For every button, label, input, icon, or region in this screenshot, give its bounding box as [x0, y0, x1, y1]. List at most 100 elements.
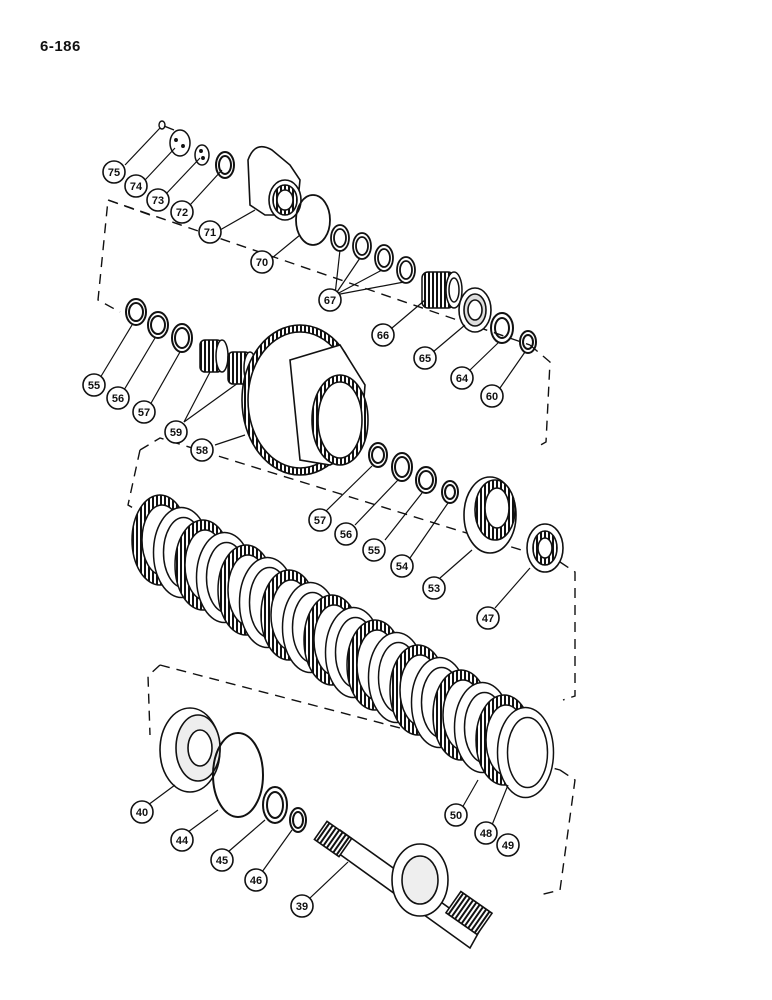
callout-circle — [480, 384, 504, 408]
callout-circle — [124, 174, 148, 198]
callout-label: 39 — [296, 901, 308, 913]
callout-label: 75 — [108, 167, 120, 179]
callout-40: 40 — [130, 800, 154, 824]
callout-circle — [450, 366, 474, 390]
clutch-hub-part — [463, 476, 517, 554]
pinion-housing-part — [247, 145, 302, 221]
callout-circle — [210, 848, 234, 872]
callout-73: 73 — [146, 188, 170, 212]
callout-65: 65 — [413, 346, 437, 370]
callout-53: 53 — [422, 576, 446, 600]
washer-set-upper-part — [125, 298, 193, 353]
clutch-disc-stack — [131, 494, 555, 799]
callout-44: 44 — [170, 828, 194, 852]
callout-group: 7574737271706766656460555657595857565554… — [82, 160, 520, 918]
callout-47: 47 — [476, 606, 500, 630]
callout-circle — [390, 554, 414, 578]
callout-label: 64 — [456, 373, 469, 385]
callout-label: 71 — [204, 227, 216, 239]
callout-label: 74 — [130, 181, 143, 193]
callout-label: 49 — [502, 840, 514, 852]
callout-label: 56 — [340, 529, 352, 541]
callout-74: 74 — [124, 174, 148, 198]
callout-circle — [130, 800, 154, 824]
roller-cage-part — [526, 523, 564, 573]
needle-bearing-part — [421, 271, 463, 309]
callout-55: 55 — [362, 538, 386, 562]
callout-circle — [444, 803, 468, 827]
callout-71: 71 — [198, 220, 222, 244]
callout-circle — [102, 160, 126, 184]
large-drive-gear-part — [241, 324, 369, 476]
snap-ring-part — [215, 151, 235, 179]
callout-label: 57 — [138, 407, 150, 419]
callout-circle — [244, 868, 268, 892]
callout-50: 50 — [444, 803, 468, 827]
callout-circle — [164, 420, 188, 444]
callout-label: 40 — [136, 807, 148, 819]
callout-66: 66 — [371, 323, 395, 347]
callout-label: 67 — [324, 295, 336, 307]
callout-label: 57 — [314, 515, 326, 527]
callout-45: 45 — [210, 848, 234, 872]
shaft-ring-part — [289, 807, 307, 833]
callout-56: 56 — [106, 386, 130, 410]
plate-part — [169, 129, 191, 157]
callout-label: 70 — [256, 257, 268, 269]
callout-72: 72 — [170, 200, 194, 224]
callout-circle — [496, 833, 520, 857]
callout-75: 75 — [102, 160, 126, 184]
callout-label: 55 — [368, 545, 380, 557]
callout-label: 54 — [396, 561, 409, 573]
callout-67: 67 — [318, 288, 342, 312]
callout-70: 70 — [250, 250, 274, 274]
callout-39: 39 — [290, 894, 314, 918]
callout-label: 50 — [450, 810, 462, 822]
callout-circle — [82, 373, 106, 397]
callout-circle — [132, 400, 156, 424]
callout-leaders — [99, 127, 531, 899]
callout-circle — [146, 188, 170, 212]
callout-circle — [334, 522, 358, 546]
disc-bore — [506, 716, 549, 789]
callout-label: 45 — [216, 855, 228, 867]
callout-circle — [422, 576, 446, 600]
callout-label: 53 — [428, 583, 440, 595]
callout-circle — [290, 894, 314, 918]
callout-49: 49 — [496, 833, 520, 857]
output-shaft-part — [313, 820, 494, 950]
inner-seal-part — [262, 786, 288, 824]
o-ring-part — [295, 194, 331, 246]
callout-label: 56 — [112, 393, 124, 405]
callout-46: 46 — [244, 868, 268, 892]
washer-set-lower-part — [368, 442, 459, 504]
callout-label: 46 — [250, 875, 262, 887]
callout-label: 47 — [482, 613, 494, 625]
callout-circle — [250, 250, 274, 274]
piston-seal-part — [212, 732, 264, 818]
callout-label: 60 — [486, 391, 498, 403]
callout-55: 55 — [82, 373, 106, 397]
page-number: 6-186 — [40, 38, 81, 55]
piston-part — [159, 707, 221, 793]
callout-circle — [318, 288, 342, 312]
snap-ring-part — [519, 330, 537, 354]
callout-58: 58 — [190, 438, 214, 462]
callout-circle — [170, 200, 194, 224]
callout-label: 72 — [176, 207, 188, 219]
callout-label: 48 — [480, 828, 492, 840]
callout-57: 57 — [132, 400, 156, 424]
callout-circle — [362, 538, 386, 562]
callout-circle — [190, 438, 214, 462]
callout-circle — [371, 323, 395, 347]
callout-label: 65 — [419, 353, 431, 365]
callout-label: 44 — [176, 835, 189, 847]
bolt-part — [158, 120, 175, 131]
callout-circle — [170, 828, 194, 852]
callout-circle — [308, 508, 332, 532]
callout-circle — [413, 346, 437, 370]
callout-60: 60 — [480, 384, 504, 408]
callout-64: 64 — [450, 366, 474, 390]
callout-label: 73 — [152, 195, 164, 207]
